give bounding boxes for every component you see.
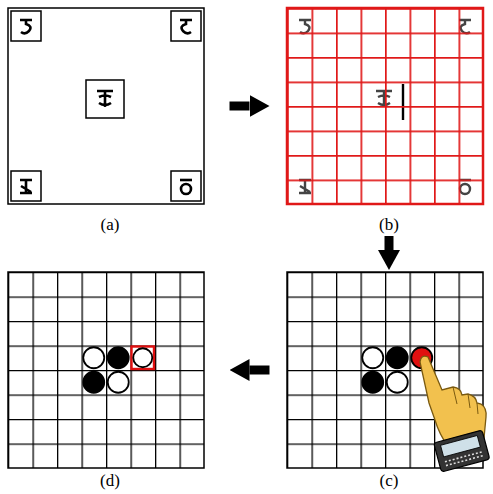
panel-area [8,272,212,468]
board-grid [8,272,204,468]
fiducial-marker [11,171,41,201]
device-body [434,430,490,472]
flow-arrow [385,236,394,250]
flow-arrow [230,102,250,111]
panel-node: (a) [8,8,212,234]
handheld-device [434,430,490,472]
black-stone [83,372,104,393]
white-stone [133,348,152,367]
flow-arrow [250,366,270,375]
marker-frame [171,171,201,201]
hand-crease [453,387,478,414]
marker-frame [11,171,41,201]
panel-label: (b) [287,216,491,234]
play-board [287,272,490,472]
highlight-square [132,347,155,370]
marker-glyph [20,20,32,33]
board-ground [287,8,483,204]
panel-node: (b) [287,8,491,234]
black-stone [108,347,129,368]
panel-area [8,8,212,204]
panel-node: (c) [287,272,491,490]
black-stone [387,347,408,368]
marker-glyph [20,180,32,193]
panel-label: (c) [287,472,491,490]
fiducial-marker [171,171,201,201]
marker-frame [171,11,201,41]
fiducial-marker [86,80,124,118]
fiducial-marker [171,11,201,41]
result-board [8,272,204,468]
marker-glyph [180,179,192,182]
marker-glyph [181,184,191,194]
device-keys [445,452,483,466]
red-grid [287,8,483,204]
panel-area [287,8,491,204]
grid-outline [287,8,483,204]
detected-grid [287,8,483,204]
marker-glyph [180,20,192,33]
device-screen [441,435,481,456]
board-outline [8,272,204,468]
fiducial-marker [11,11,41,41]
white-stone [362,347,383,368]
marker-frame [86,80,124,118]
panel-label: (d) [8,472,212,490]
marker-board [8,8,204,204]
board-outline [8,8,204,204]
black-stone [362,372,383,393]
marker-glyph [97,91,113,107]
marker-frame [11,11,41,41]
white-stone [387,372,408,393]
panel-label: (a) [8,216,212,234]
white-stone [83,347,104,368]
white-stone [108,372,129,393]
board-ground [8,272,204,468]
panel-area [287,272,491,468]
panel-node: (d) [8,272,212,490]
